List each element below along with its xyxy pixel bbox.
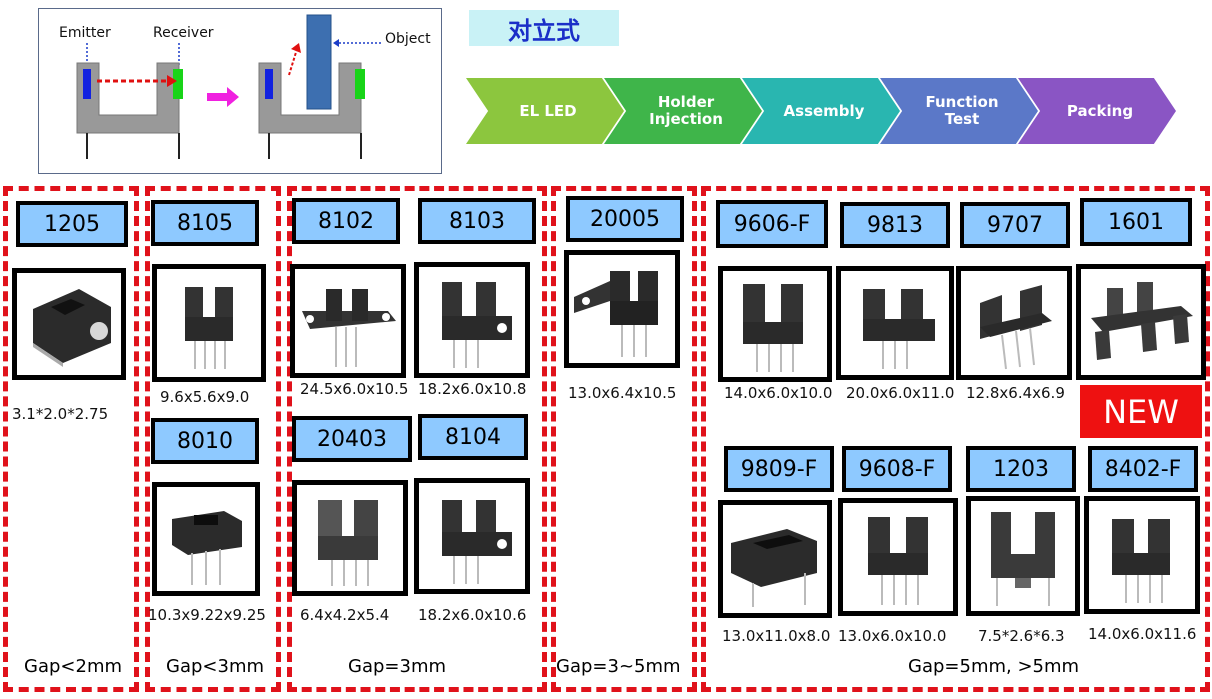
- product-photo-8105: [152, 264, 266, 382]
- sensor-image: [172, 511, 242, 585]
- product-photo-8102: [290, 264, 406, 378]
- dimension-text: 6.4x4.2x5.4: [300, 606, 390, 624]
- model-label-1203: 1203: [966, 446, 1076, 492]
- sensor-image: [991, 512, 1055, 606]
- product-photo-9813: [836, 266, 954, 380]
- model-label-9707: 9707: [960, 202, 1070, 248]
- model-label-20005: 20005: [566, 196, 684, 242]
- model-label-9606-f: 9606-F: [716, 200, 828, 248]
- product-photo-9707: [956, 266, 1072, 380]
- process-step-holder-injection: Holder Injection: [604, 78, 762, 144]
- gap-label: Gap=5mm, >5mm: [908, 656, 1080, 677]
- dimension-text: 9.6x5.6x9.0: [160, 388, 250, 406]
- diagram-drawing: [76, 14, 383, 159]
- model-label-20403: 20403: [292, 416, 412, 462]
- product-photo-9809-f: [718, 500, 832, 618]
- sensor-image: [980, 285, 1052, 370]
- sensor-image: [442, 500, 512, 584]
- page-title: 对立式: [469, 10, 619, 46]
- gap-label: Gap<2mm: [24, 656, 123, 677]
- group-gap-eq-3mm: [287, 186, 547, 692]
- product-photo-1203: [966, 496, 1080, 616]
- emitter-label: Emitter: [59, 25, 111, 41]
- dimension-text: 7.5*2.6*6.3: [978, 627, 1065, 645]
- sensor-image: [1112, 519, 1170, 603]
- sensor-image: [743, 284, 803, 372]
- sensor-image: [574, 271, 658, 357]
- model-label-9813: 9813: [840, 202, 950, 248]
- product-photo-9606-f: [718, 266, 832, 382]
- sensor-image: [302, 289, 396, 367]
- product-photo-8103: [414, 262, 530, 378]
- sensor-image: [442, 282, 512, 368]
- new-badge: NEW: [1080, 385, 1202, 438]
- model-label-9608-f: 9608-F: [842, 446, 952, 492]
- dimension-text: 14.0x6.0x10.0: [724, 384, 833, 402]
- product-photo-1205: [12, 268, 126, 380]
- product-photo-1601: [1076, 264, 1206, 380]
- product-photo-9608-f: [838, 498, 958, 616]
- model-label-1205: 1205: [16, 201, 128, 247]
- dimension-text: 13.0x11.0x8.0: [722, 627, 831, 645]
- model-label-8402-f: 8402-F: [1088, 446, 1198, 492]
- group-gap-lt-2mm: [3, 186, 139, 692]
- dimension-text: 3.1*2.0*2.75: [12, 405, 109, 423]
- dimension-text: 18.2x6.0x10.6: [418, 606, 527, 624]
- group-gap-lt-3mm: [145, 186, 281, 692]
- object-label: Object: [385, 31, 431, 47]
- process-step-function-test: Function Test: [880, 78, 1038, 144]
- dimension-text: 13.0x6.0x10.0: [838, 627, 947, 645]
- model-label-8010: 8010: [151, 418, 259, 464]
- sensor-image: [1091, 282, 1193, 360]
- process-step-packing: Packing: [1018, 78, 1176, 144]
- dimension-text: 12.8x6.4x6.9: [966, 384, 1065, 402]
- sensor-image: [731, 529, 817, 607]
- sensor-image: [868, 517, 928, 605]
- gap-label: Gap=3~5mm: [556, 656, 681, 677]
- sensor-image: [185, 287, 233, 369]
- model-label-1601: 1601: [1080, 198, 1192, 246]
- product-photo-8010: [152, 482, 260, 596]
- receiver-label: Receiver: [153, 25, 214, 41]
- product-photo-8104: [414, 478, 530, 594]
- dimension-text: 14.0x6.0x11.6: [1088, 625, 1197, 643]
- process-step-assembly: Assembly: [742, 78, 900, 144]
- gap-label: Gap<3mm: [166, 656, 265, 677]
- model-label-8104: 8104: [418, 414, 528, 460]
- dimension-text: 10.3x9.22x9.25: [148, 606, 266, 624]
- dimension-text: 24.5x6.0x10.5: [300, 380, 409, 398]
- product-photo-20403: [292, 480, 408, 596]
- group-gap-5mm: [701, 186, 1210, 692]
- sensor-principle-diagram: Emitter Receiver Object: [38, 8, 442, 174]
- dimension-text: 20.0x6.0x11.0: [846, 384, 955, 402]
- model-label-8103: 8103: [418, 198, 536, 244]
- model-label-9809-f: 9809-F: [724, 446, 834, 492]
- product-photo-8402-f: [1084, 496, 1200, 614]
- dimension-text: 18.2x6.0x10.8: [418, 380, 527, 398]
- dimension-text: 13.0x6.4x10.5: [568, 384, 677, 402]
- group-gap-3-5mm: [551, 186, 697, 692]
- gap-label: Gap=3mm: [348, 656, 447, 677]
- sensor-image: [33, 289, 111, 367]
- sensor-image: [863, 289, 935, 369]
- process-step-el-led: EL LED: [466, 78, 624, 144]
- sensor-image: [318, 500, 378, 586]
- product-photo-20005: [564, 250, 680, 368]
- model-label-8105: 8105: [151, 200, 259, 246]
- model-label-8102: 8102: [292, 198, 400, 244]
